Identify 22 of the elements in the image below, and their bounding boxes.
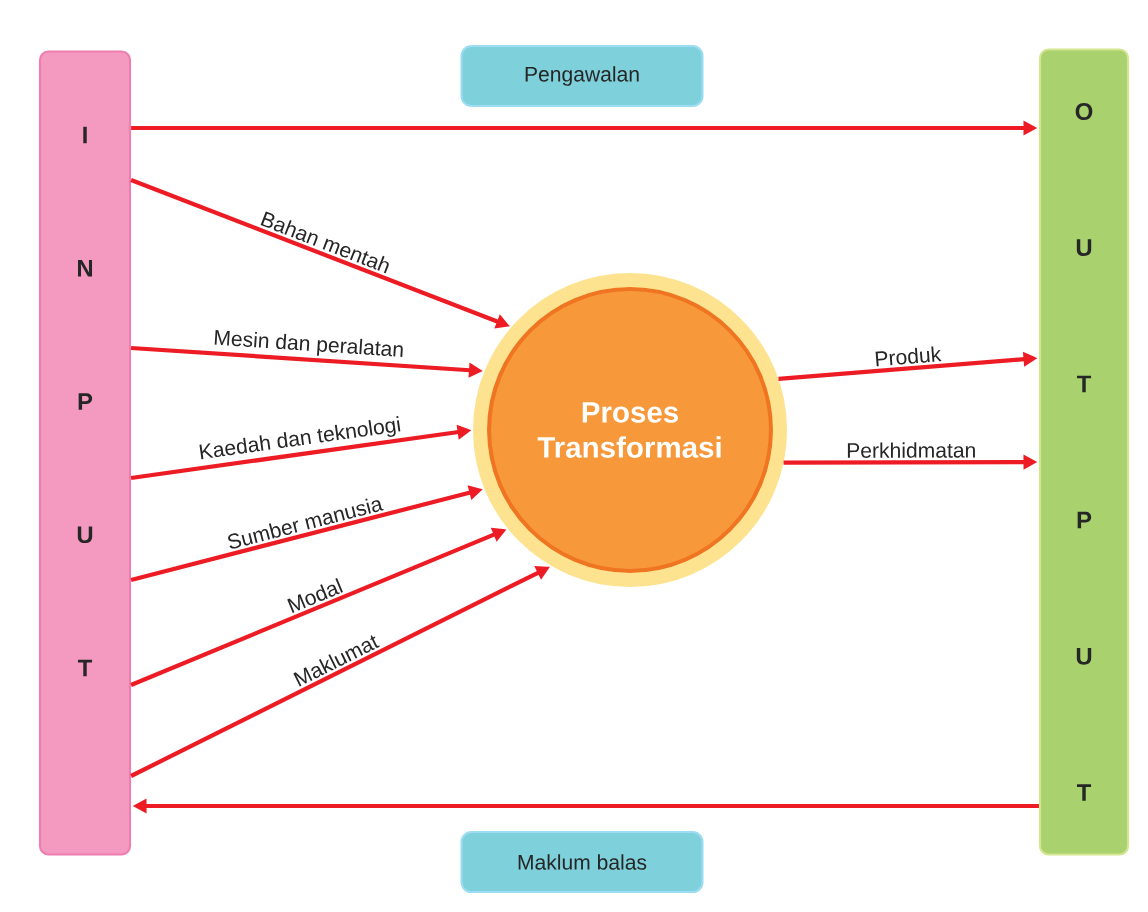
bar-letter: T xyxy=(1077,784,1092,801)
edge-label: Mesin dan peralatan xyxy=(214,330,403,357)
bar-letter: U xyxy=(77,526,93,544)
process-box: Pengawalan xyxy=(460,44,704,108)
bar-letter: T xyxy=(77,659,93,677)
bar-letter: N xyxy=(78,260,93,277)
bar-letter: U xyxy=(1076,647,1092,665)
bar-letter: T xyxy=(1077,375,1092,393)
process-box: Maklum balas xyxy=(460,830,704,894)
edge-label: Bahan mentah xyxy=(260,211,389,274)
edge-label: Sumber manusia xyxy=(228,498,384,549)
bar-letter: P xyxy=(1077,511,1092,529)
output-bar xyxy=(1038,48,1130,856)
bar-letter: O xyxy=(1075,103,1093,120)
edge-label: Modal xyxy=(287,578,343,613)
bar-letter: P xyxy=(78,393,93,410)
edge-label: Kaedah dan teknologi xyxy=(199,416,401,460)
bar-letter: I xyxy=(83,126,87,144)
bar-letter: U xyxy=(1076,239,1092,257)
edge-label: Produk xyxy=(875,346,942,367)
edge-label: Perkhidmatan xyxy=(847,442,975,458)
input-bar xyxy=(38,50,132,856)
